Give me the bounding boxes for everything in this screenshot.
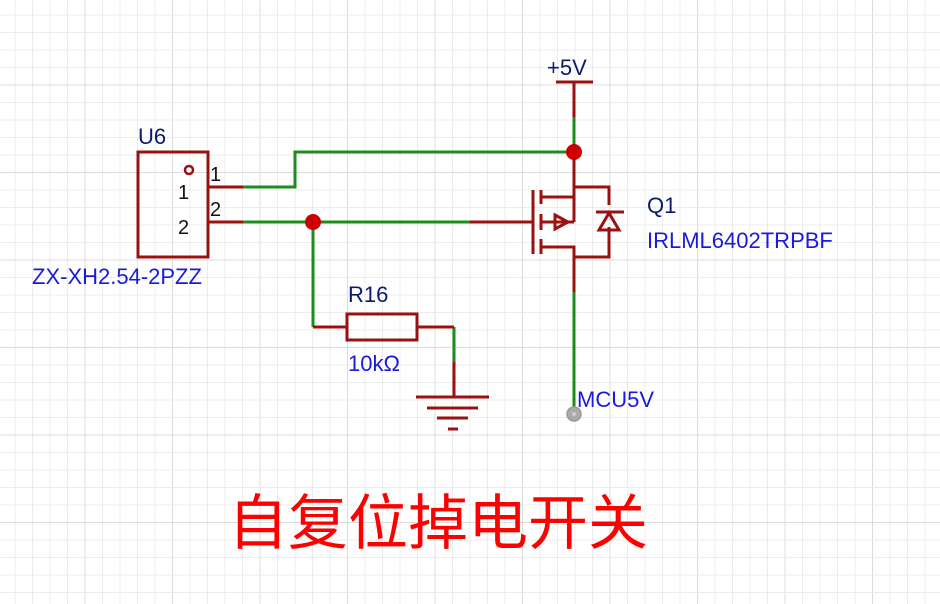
mosfet-part: IRLML6402TRPBF: [647, 228, 833, 253]
connector-designator: U6: [138, 124, 166, 149]
wire-pin1-to-source[interactable]: [243, 150, 574, 189]
power-symbol-5v[interactable]: [556, 80, 593, 117]
connector-pin1-label: 1: [178, 182, 189, 204]
mosfet-q1[interactable]: [470, 152, 624, 292]
junction-gate: [305, 214, 321, 230]
resistor-r16[interactable]: [313, 312, 454, 342]
resistor-designator: R16: [348, 282, 388, 307]
mosfet-source-line: [541, 185, 611, 205]
netport-center: [572, 412, 576, 416]
junction-source: [566, 144, 582, 160]
resistor-value: 10kΩ: [348, 351, 400, 376]
diode-triangle-icon: [596, 210, 622, 232]
mosfet-arrow-icon: [553, 212, 572, 232]
connector-pin2-number: 2: [210, 199, 221, 221]
schematic-title: 自复位掉电开关: [228, 489, 648, 559]
connector-pin1-number: 1: [210, 164, 221, 186]
connector-pin2-label: 2: [178, 217, 189, 239]
connector-body: [136, 150, 210, 259]
connector-u6[interactable]: [136, 150, 243, 259]
power-label: +5V: [547, 55, 587, 80]
connector-part: ZX-XH2.54-2PZZ: [32, 264, 202, 289]
wires: [243, 117, 576, 414]
pin1-marker: [183, 164, 195, 176]
mosfet-designator: Q1: [647, 193, 676, 218]
ground-symbol[interactable]: [416, 362, 489, 431]
netlabel-mcu5v: MCU5V: [577, 387, 654, 412]
